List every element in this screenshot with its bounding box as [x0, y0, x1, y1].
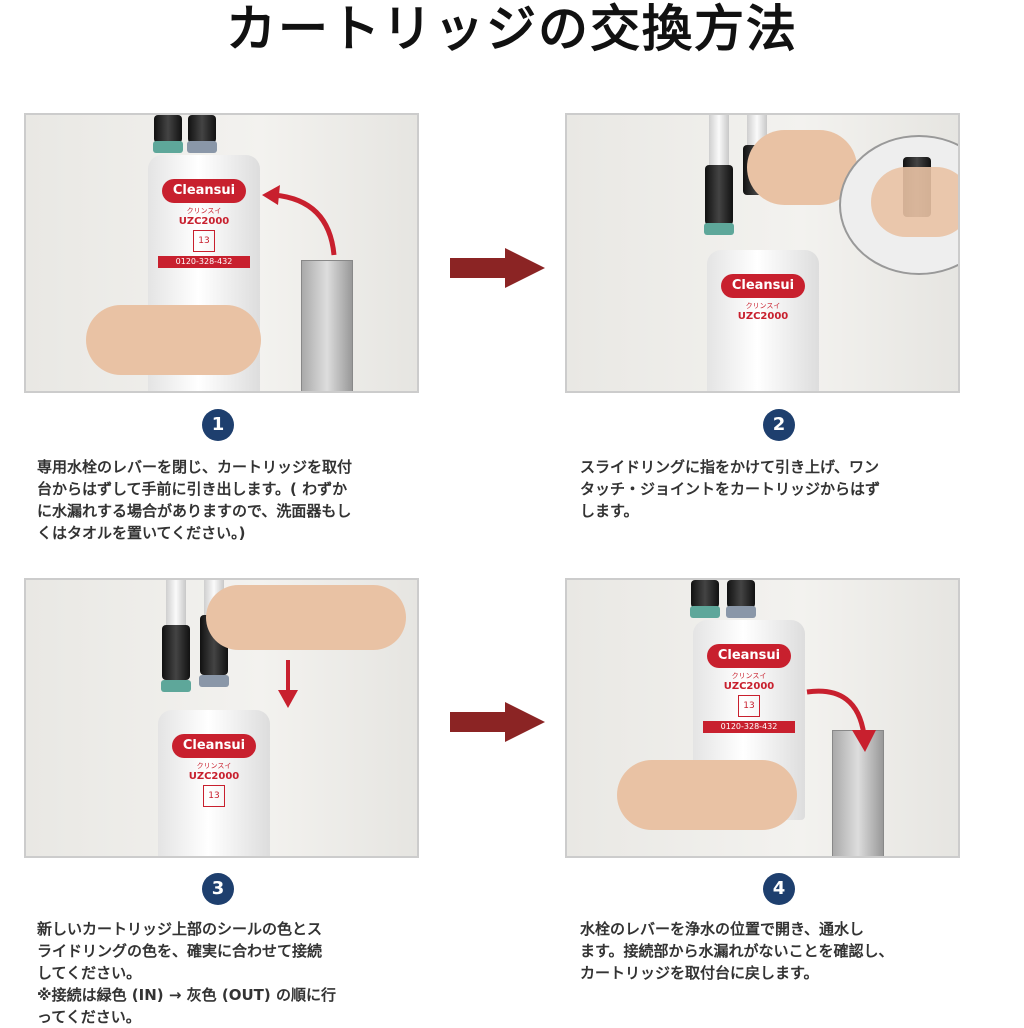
hand [747, 130, 857, 205]
brand-kana: クリンスイ [731, 672, 767, 680]
gray-ring [187, 141, 217, 153]
green-ring [161, 680, 191, 692]
joint-in [162, 625, 190, 680]
model-number: UZC2000 [188, 771, 240, 782]
text-line: 専用水栓のレバーを閉じ、カートリッジを取付 [37, 458, 353, 476]
pipe [709, 115, 729, 175]
hand [206, 585, 406, 650]
joint-in [154, 115, 182, 143]
text-line: 台からはずして手前に引き出します。( わずか [37, 480, 348, 498]
text-line: に水漏れする場合がありますので、洗面器もし [37, 502, 352, 520]
brand-kana: クリンスイ [745, 302, 781, 310]
brand-kana: クリンスイ [196, 762, 232, 770]
step-1-badge: 1 [202, 409, 234, 441]
brand-logo: Cleansui [172, 734, 256, 758]
model-number: UZC2000 [723, 681, 775, 692]
step-2-text: スライドリングに指をかけて引き上げ、ワン タッチ・ジョイントをカートリッジからは… [580, 456, 960, 522]
green-ring [153, 141, 183, 153]
joint-out [188, 115, 216, 143]
mount-bracket [832, 730, 884, 856]
closeup-inset [839, 135, 958, 275]
down-arrow-icon [278, 660, 298, 708]
gray-ring [726, 606, 756, 618]
text-line: スライドリングに指をかけて引き上げ、ワン [580, 458, 879, 476]
text-line: ます。接続部から水漏れがないことを確認し、 [580, 942, 894, 960]
mount-bracket [301, 260, 353, 391]
step-1-photo: Cleansui クリンスイ UZC2000 13 0120-328-432 [24, 113, 419, 393]
step-4-photo: Cleansui クリンスイ UZC2000 13 0120-328-432 [565, 578, 960, 858]
brand-kana: クリンスイ [186, 207, 222, 215]
step-2-badge: 2 [763, 409, 795, 441]
brand-logo: Cleansui [707, 644, 791, 668]
model-number: UZC2000 [178, 216, 230, 227]
hand [871, 167, 958, 237]
text-line: カートリッジを取付台に戻します。 [580, 964, 819, 982]
step-4-text: 水栓のレバーを浄水の位置で開き、通水し ます。接続部から水漏れがないことを確認し… [580, 918, 960, 984]
seal-number: 13 [193, 230, 215, 252]
green-ring [690, 606, 720, 618]
hand [86, 305, 261, 375]
joint-out [727, 580, 755, 608]
joint-in [705, 165, 733, 225]
curved-arrow-icon [262, 185, 337, 256]
step-3-text: 新しいカートリッジ上部のシールの色とス ライドリングの色を、確実に合わせて接続 … [37, 918, 417, 1028]
step-1-text: 専用水栓のレバーを閉じ、カートリッジを取付 台からはずして手前に引き出します。(… [37, 456, 417, 544]
text-line: 水栓のレバーを浄水の位置で開き、通水し [580, 920, 864, 938]
seal-number: 13 [738, 695, 760, 717]
text-line: してください。 [37, 964, 142, 982]
curved-arrow-icon [806, 688, 876, 752]
cartridge: Cleansui クリンスイ UZC2000 13 [158, 710, 270, 856]
step-2-photo: Cleansui クリンスイ UZC2000 [565, 113, 960, 393]
step-3-photo: Cleansui クリンスイ UZC2000 13 [24, 578, 419, 858]
hand [617, 760, 797, 830]
text-line: ※接続は緑色 (IN) → 灰色 (OUT) の順に行 [37, 986, 336, 1004]
text-line: します。 [580, 502, 639, 520]
joint-in [691, 580, 719, 608]
brand-logo: Cleansui [721, 274, 805, 298]
text-line: ライドリングの色を、確実に合わせて接続 [37, 942, 323, 960]
model-number: UZC2000 [737, 311, 789, 322]
page-title: カートリッジの交換方法 [226, 0, 798, 58]
step-4-badge: 4 [763, 873, 795, 905]
pipe [166, 580, 186, 630]
next-arrow-icon [450, 702, 545, 742]
next-arrow-icon [450, 248, 545, 288]
green-ring [704, 223, 734, 235]
text-line: タッチ・ジョイントをカートリッジからはず [580, 480, 881, 498]
text-line: ってください。 [37, 1008, 141, 1026]
phone-number: 0120-328-432 [703, 721, 795, 733]
step-3-badge: 3 [202, 873, 234, 905]
text-line: くはタオルを置いてください。) [37, 524, 246, 542]
brand-logo: Cleansui [162, 179, 246, 203]
cartridge: Cleansui クリンスイ UZC2000 [707, 250, 819, 391]
text-line: 新しいカートリッジ上部のシールの色とス [37, 920, 323, 938]
seal-number: 13 [203, 785, 225, 807]
phone-number: 0120-328-432 [158, 256, 250, 268]
gray-ring [199, 675, 229, 687]
